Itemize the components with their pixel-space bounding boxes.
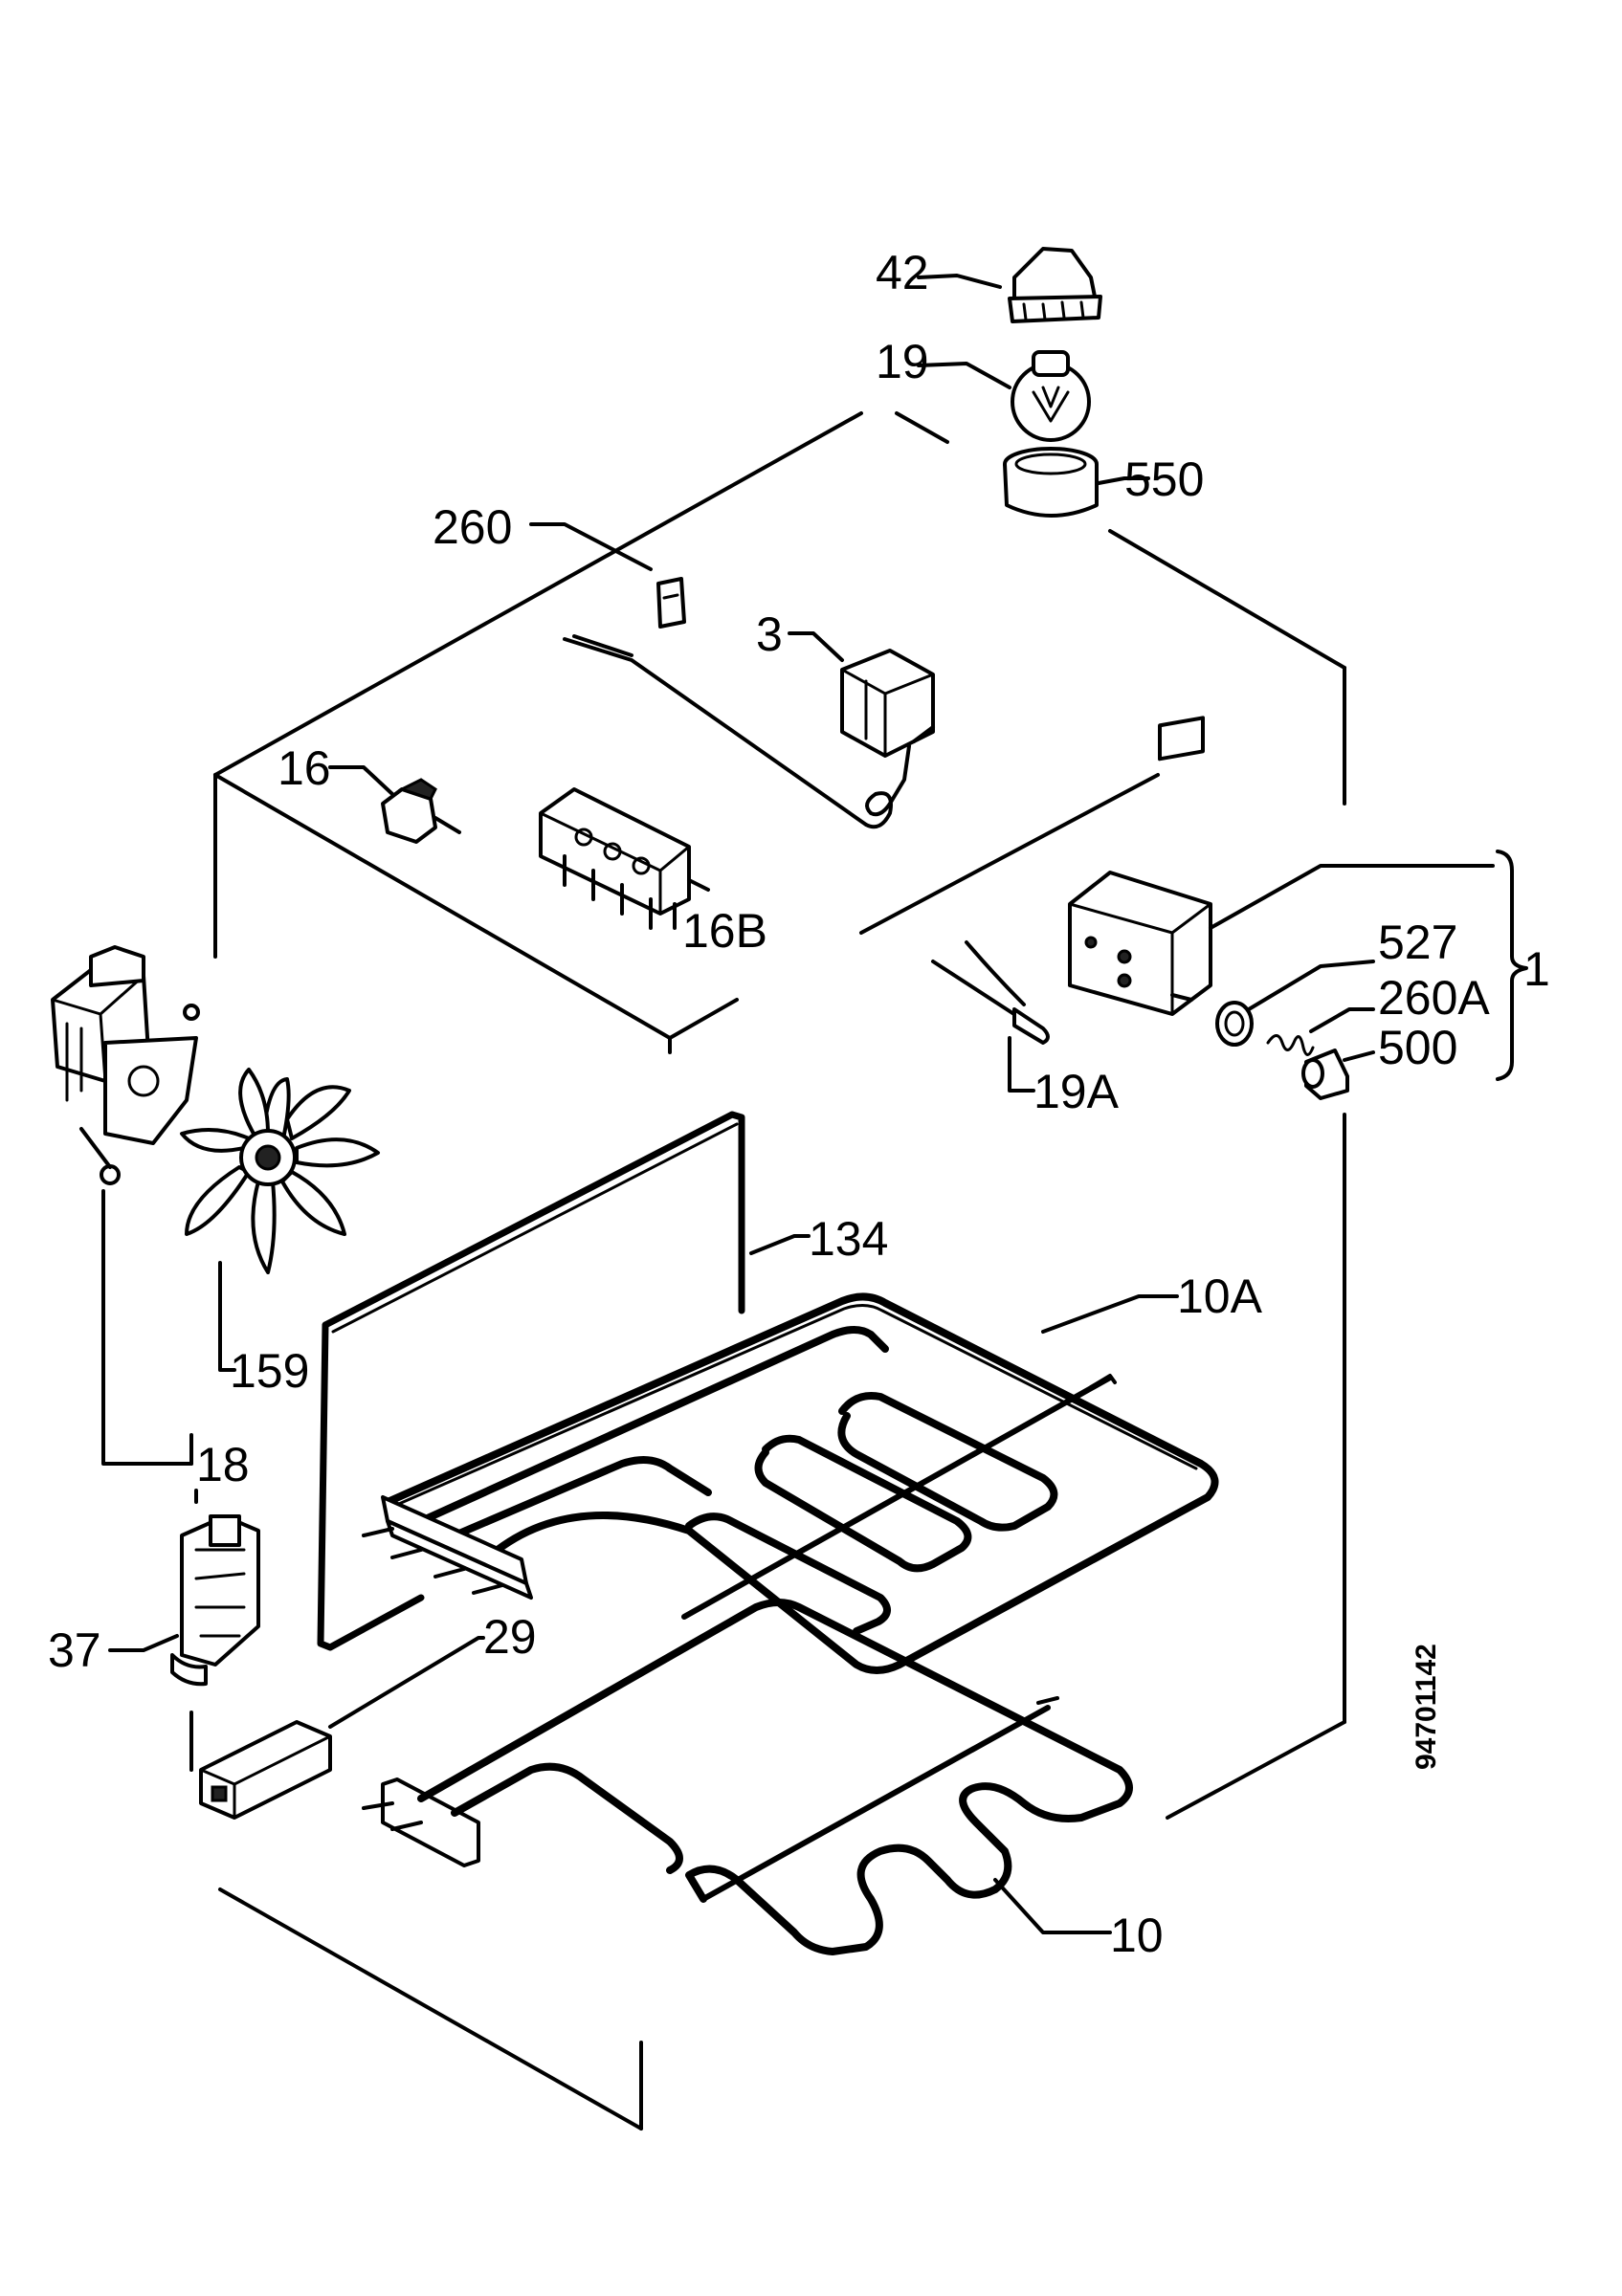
leader-10a — [1041, 1294, 1179, 1334]
fan-motor-icon — [51, 945, 200, 1185]
label-159: 159 — [230, 1344, 309, 1398]
selector-switch-icon — [539, 787, 710, 930]
lamp-bulb-icon — [1011, 350, 1091, 442]
connector-block-icon — [199, 1720, 332, 1820]
label-10a: 10A — [1177, 1269, 1263, 1323]
thermostat-icon — [563, 634, 935, 829]
leader-1 — [1209, 864, 1495, 930]
label-500: 500 — [1378, 1021, 1457, 1074]
label-1: 1 — [1523, 942, 1550, 996]
label-10: 10 — [1110, 1909, 1164, 1962]
knob-ring-icon — [1215, 1001, 1254, 1047]
part-labels: 42 19 550 260 3 16 16B 1 527 260A 500 19… — [48, 246, 1550, 1962]
label-134: 134 — [809, 1212, 888, 1266]
back-panel-gasket-icon — [317, 1111, 745, 1651]
leader-16 — [328, 765, 394, 796]
leader-260a — [1309, 1007, 1375, 1033]
label-37: 37 — [48, 1623, 101, 1677]
label-29: 29 — [483, 1610, 537, 1664]
leader-527 — [1247, 960, 1375, 1011]
cabinet-outline — [189, 411, 1346, 2130]
sensor-rod-icon — [931, 940, 1050, 1045]
label-550: 550 — [1124, 453, 1204, 506]
group-bracket — [1496, 850, 1528, 1081]
label-16: 16 — [278, 741, 331, 795]
leader-18 — [101, 1189, 193, 1466]
lamp-holder-icon — [1003, 447, 1099, 518]
leader-3 — [788, 631, 844, 662]
leader-29 — [328, 1636, 485, 1729]
leader-159 — [218, 1261, 236, 1372]
label-3: 3 — [756, 607, 783, 661]
grill-element-icon — [362, 1292, 1219, 1674]
timer-module-icon — [1068, 716, 1212, 1016]
label-18: 18 — [196, 1438, 250, 1491]
label-42: 42 — [876, 246, 929, 299]
leader-260 — [529, 522, 653, 571]
label-19a: 19A — [1033, 1065, 1120, 1118]
label-16b: 16B — [682, 904, 767, 958]
leader-10 — [993, 1878, 1112, 1934]
leader-19a — [1008, 1036, 1035, 1093]
leader-134 — [749, 1234, 811, 1255]
label-19: 19 — [876, 335, 929, 388]
leader-37 — [108, 1634, 179, 1652]
lower-element-icon — [362, 1599, 1133, 1955]
label-527: 527 — [1378, 916, 1457, 969]
fan-blade-icon — [180, 1068, 380, 1274]
switch-icon — [381, 778, 461, 844]
label-260a: 260A — [1378, 971, 1490, 1025]
terminal-bracket-icon — [170, 1514, 260, 1687]
knob-icon — [1301, 1049, 1349, 1100]
leader-19 — [917, 362, 1011, 389]
leader-42 — [917, 274, 1002, 289]
spring-icon — [1266, 1034, 1315, 1056]
leader-500 — [1343, 1050, 1375, 1062]
lamp-cap-icon — [1008, 247, 1102, 323]
label-260: 260 — [433, 500, 512, 554]
drawing-code: 94701142 — [1411, 1644, 1442, 1770]
leader-550 — [1097, 476, 1150, 485]
clip-icon — [656, 577, 686, 629]
